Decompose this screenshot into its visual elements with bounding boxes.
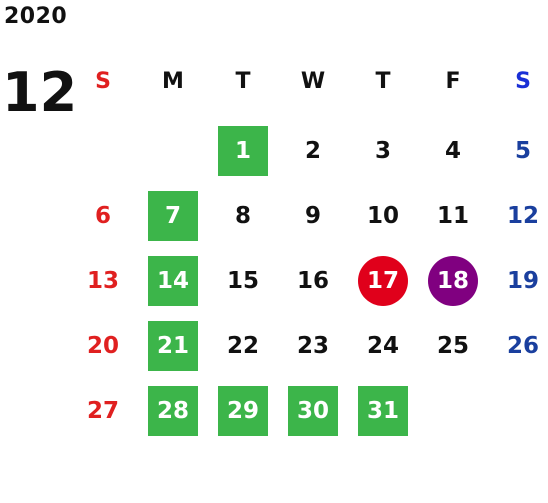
weekday-header-fri: F xyxy=(445,68,461,94)
calendar-day-16[interactable]: 16 xyxy=(296,268,329,294)
calendar-day-6[interactable]: 6 xyxy=(94,203,111,229)
calendar-day-12[interactable]: 12 xyxy=(506,203,539,229)
weekday-header-tue: T xyxy=(235,68,251,94)
calendar-day-26[interactable]: 26 xyxy=(506,333,539,359)
calendar-day-9[interactable]: 9 xyxy=(304,203,321,229)
weekday-header-wed: W xyxy=(300,68,326,94)
calendar-day-5[interactable]: 5 xyxy=(514,138,531,164)
calendar-day-19[interactable]: 19 xyxy=(506,268,539,294)
calendar-day-20[interactable]: 20 xyxy=(86,333,119,359)
calendar-day-7[interactable]: 7 xyxy=(148,191,198,241)
calendar-year: 2020 xyxy=(4,4,68,29)
calendar-day-10[interactable]: 10 xyxy=(366,203,399,229)
calendar-day-25[interactable]: 25 xyxy=(436,333,469,359)
calendar-day-4[interactable]: 4 xyxy=(444,138,461,164)
calendar-day-13[interactable]: 13 xyxy=(86,268,119,294)
calendar-month: 12 xyxy=(2,61,78,124)
weekday-header-sun: S xyxy=(95,68,111,94)
calendar-day-11[interactable]: 11 xyxy=(436,203,469,229)
calendar-day-27[interactable]: 27 xyxy=(86,398,119,424)
weekday-header-thu: T xyxy=(375,68,391,94)
calendar-day-31[interactable]: 31 xyxy=(358,386,408,436)
calendar-day-18[interactable]: 18 xyxy=(428,256,478,306)
weekday-header-mon: M xyxy=(162,68,184,94)
calendar-day-21[interactable]: 21 xyxy=(148,321,198,371)
calendar-day-17[interactable]: 17 xyxy=(358,256,408,306)
calendar-day-8[interactable]: 8 xyxy=(234,203,251,229)
calendar-day-14[interactable]: 14 xyxy=(148,256,198,306)
calendar-day-22[interactable]: 22 xyxy=(226,333,259,359)
weekday-header-sat: S xyxy=(515,68,531,94)
calendar-day-23[interactable]: 23 xyxy=(296,333,329,359)
calendar-day-2[interactable]: 2 xyxy=(304,138,321,164)
calendar-day-29[interactable]: 29 xyxy=(218,386,268,436)
calendar-day-3[interactable]: 3 xyxy=(374,138,391,164)
calendar-day-1[interactable]: 1 xyxy=(218,126,268,176)
calendar-day-30[interactable]: 30 xyxy=(288,386,338,436)
calendar-day-28[interactable]: 28 xyxy=(148,386,198,436)
calendar-day-24[interactable]: 24 xyxy=(366,333,399,359)
calendar-day-15[interactable]: 15 xyxy=(226,268,259,294)
